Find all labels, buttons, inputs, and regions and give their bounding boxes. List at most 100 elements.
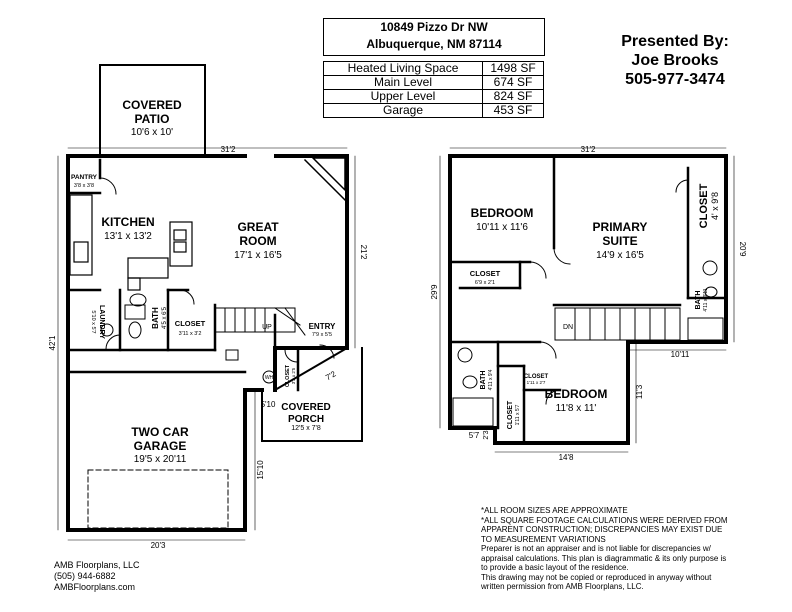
main-closet-label: CLOSET bbox=[175, 319, 206, 328]
porch-dim-width: 5'10 bbox=[261, 400, 276, 409]
presenter-heading: Presented By: bbox=[621, 33, 729, 50]
upper-level-interior-walls bbox=[448, 156, 728, 445]
kitchen-label: KITCHEN bbox=[101, 215, 154, 229]
sf-value: 1498 SF bbox=[482, 61, 544, 76]
great-room-label: GREAT bbox=[237, 220, 279, 234]
garage-door bbox=[87, 469, 229, 529]
sf-row: Main Level 674 SF bbox=[323, 75, 544, 90]
small-closet-size: 1'11 x 2'7 bbox=[527, 380, 546, 385]
garage-label-2: GARAGE bbox=[134, 439, 187, 453]
bedroom2-label: BEDROOM bbox=[545, 387, 608, 401]
primary-closet-label: CLOSET bbox=[698, 183, 710, 228]
bed2-closet-size: 1'11 x 5'7 bbox=[515, 404, 521, 425]
sf-value: 453 SF bbox=[482, 103, 544, 118]
main-level-stairs bbox=[214, 307, 306, 336]
bed1-closet-size: 6'9 x 2'1 bbox=[475, 280, 495, 286]
company-website: AMBFloorplans.com bbox=[54, 582, 136, 592]
disclaimer-line: TO MEASUREMENT VARIATIONS bbox=[481, 534, 606, 544]
disclaimer-line: written permission from AMB Floorplans, … bbox=[481, 582, 644, 591]
laundry-size: 5'10 x 5'7 bbox=[90, 310, 96, 333]
pantry-size: 3'8 x 3'8 bbox=[74, 183, 94, 189]
sf-label: Heated Living Space bbox=[323, 61, 483, 76]
covered-porch-label-2: PORCH bbox=[288, 414, 324, 425]
company-phone: (505) 944-6882 bbox=[54, 571, 116, 581]
bedroom1-size: 10'11 x 11'6 bbox=[476, 222, 528, 233]
presenter-name: Joe Brooks bbox=[631, 52, 719, 69]
upper-dim-bottom-left-v: 2'3 bbox=[483, 430, 490, 439]
great-room-size: 17'1 x 16'5 bbox=[234, 250, 282, 261]
main-level-exterior-walls bbox=[66, 154, 349, 532]
address-box: 10849 Pizzo Dr NW Albuquerque, NM 87114 bbox=[323, 18, 545, 56]
bed1-closet-label: CLOSET bbox=[470, 269, 501, 278]
entry-closet-label: CLOSET bbox=[285, 364, 291, 387]
porch-dim-diag: 7'2 bbox=[324, 369, 338, 382]
entry-size: 7'9 x 5'5 bbox=[312, 332, 332, 338]
dn-label: DN bbox=[563, 324, 573, 331]
bedroom1-label: BEDROOM bbox=[471, 206, 534, 220]
covered-patio-size: 10'6 x 10' bbox=[131, 127, 173, 138]
entry-label: ENTRY bbox=[309, 322, 336, 331]
upper-dim-top: 31'2 bbox=[581, 145, 596, 154]
address-line-2: Albuquerque, NM 87114 bbox=[366, 37, 502, 51]
main-level-interior-walls bbox=[66, 158, 300, 392]
upper-dim-bottom: 14'8 bbox=[559, 453, 574, 462]
main-dim-left: 42'1 bbox=[48, 335, 57, 350]
upper-dim-bottom-left: 5'7 bbox=[469, 431, 480, 440]
fireplace bbox=[303, 157, 347, 202]
sf-label: Main Level bbox=[323, 75, 483, 90]
disclaimer-line: *ALL SQUARE FOOTAGE CALCULATIONS WERE DE… bbox=[481, 515, 728, 525]
sf-value: 674 SF bbox=[482, 75, 544, 90]
garage-size: 19'5 x 20'11 bbox=[134, 454, 187, 465]
covered-patio-outline bbox=[99, 64, 206, 157]
address-line-1: 10849 Pizzo Dr NW bbox=[380, 20, 488, 34]
disclaimer-line: Preparer is not an appraiser and is not … bbox=[481, 544, 711, 553]
square-footage-table: Heated Living Space 1498 SF Main Level 6… bbox=[323, 61, 544, 118]
sf-row: Garage 453 SF bbox=[323, 103, 544, 118]
sf-label: Upper Level bbox=[323, 89, 483, 104]
entry-closet-size: 3'2 x 2'5 bbox=[291, 367, 296, 384]
covered-patio-label: COVERED bbox=[122, 98, 182, 112]
dimension-lines bbox=[57, 147, 735, 541]
covered-porch-size: 12'5 x 7'8 bbox=[291, 425, 321, 432]
primary-suite-label-2: SUITE bbox=[602, 234, 637, 248]
primary-suite-size: 14'9 x 16'5 bbox=[596, 250, 644, 261]
upper-dim-right: 20'9 bbox=[738, 242, 747, 257]
company-name: AMB Floorplans, LLC bbox=[54, 560, 140, 570]
up-label: UP bbox=[262, 324, 272, 331]
covered-porch-label: COVERED bbox=[281, 402, 330, 413]
wh-label: WH bbox=[265, 375, 274, 381]
primary-closet-size: 4' x 9'8 bbox=[710, 192, 720, 220]
bed2-closet-label: CLOSET bbox=[507, 400, 514, 429]
garage-dim-right: 15'10 bbox=[256, 460, 265, 480]
primary-suite-label: PRIMARY bbox=[593, 220, 648, 234]
primary-bath-size: 4'11 x 9'11 bbox=[703, 288, 709, 311]
kitchen-counters bbox=[69, 194, 193, 291]
main-bath-fixtures bbox=[100, 293, 276, 384]
hall-bath-size: 4'11 x 9'4 bbox=[488, 369, 494, 390]
disclaimer: *ALL ROOM SIZES ARE APPROXIMATE *ALL SQU… bbox=[481, 506, 751, 592]
main-dim-top: 31'2 bbox=[221, 145, 236, 154]
main-bath-label: BATH bbox=[151, 307, 160, 329]
disclaimer-line: *ALL ROOM SIZES ARE APPROXIMATE bbox=[481, 506, 628, 515]
upper-dim-notch-width: 10'11 bbox=[671, 350, 690, 359]
disclaimer-line: APPARENT CONSTRUCTION; DISCREPANCIES MAY… bbox=[481, 525, 723, 534]
upper-dim-notch-height: 11'3 bbox=[635, 384, 644, 399]
upper-level-stairs bbox=[554, 307, 681, 341]
disclaimer-line: This drawing may not be copied or reprod… bbox=[481, 572, 712, 582]
garage-label: TWO CAR bbox=[131, 425, 189, 439]
sf-row: Heated Living Space 1498 SF bbox=[323, 61, 544, 76]
main-bath-size: 4'5 x 6'5 bbox=[162, 306, 168, 329]
great-room-label-2: ROOM bbox=[239, 234, 276, 248]
upper-bath-fixtures bbox=[452, 260, 724, 427]
kitchen-size: 13'1 x 13'2 bbox=[104, 231, 152, 242]
covered-patio-label-2: PATIO bbox=[135, 112, 170, 126]
main-closet-size: 3'11 x 3'2 bbox=[179, 331, 202, 337]
laundry-label: LAUNDRY bbox=[98, 305, 105, 339]
main-dim-bottom: 20'3 bbox=[151, 541, 166, 550]
upper-level-exterior-walls bbox=[448, 154, 728, 445]
sf-label: Garage bbox=[323, 103, 483, 118]
sf-row: Upper Level 824 SF bbox=[323, 89, 544, 104]
main-dim-right: 21'2 bbox=[359, 245, 368, 260]
pantry-label: PANTRY bbox=[71, 174, 98, 181]
